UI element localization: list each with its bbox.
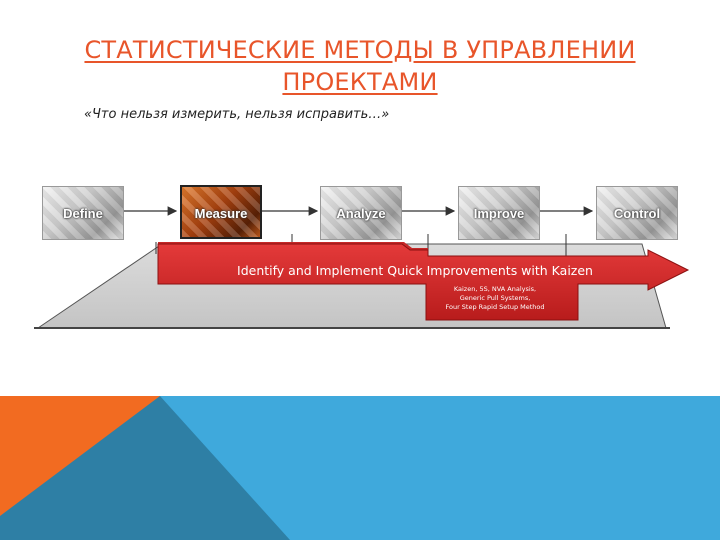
dmaic-diagram: Define Measure Analyze Improve Control I… [30,178,690,338]
decorative-band [0,396,720,540]
step-measure-label: Measure [194,206,248,221]
step-measure: Measure [180,185,262,239]
tool-line-2: Generic Pull Systems, [459,294,531,302]
step-analyze-label: Analyze [336,206,386,221]
step-improve-label: Improve [473,206,525,221]
step-define-label: Define [63,206,103,221]
quote-text: «Что нельзя измерить, нельзя исправить…» [84,107,390,122]
title-line-1: СТАТИСТИЧЕСКИЕ МЕТОДЫ В УПРАВЛЕНИИ [84,36,636,64]
step-control: Control [596,186,678,240]
step-improve: Improve [458,186,540,240]
kaizen-arrow [157,243,690,321]
tool-line-3: Four Step Rapid Setup Method [445,303,545,311]
step-control-label: Control [613,206,661,221]
slide-title: СТАТИСТИЧЕСКИЕ МЕТОДЫ В УПРАВЛЕНИИ ПРОЕК… [60,34,660,98]
step-define: Define [42,186,124,240]
diagram-graphics [34,206,690,329]
tool-line-1: Kaizen, 5S, NVA Analysis, [453,285,537,293]
title-line-2: ПРОЕКТАМИ [282,68,438,96]
kaizen-tools: Kaizen, 5S, NVA Analysis, Generic Pull S… [432,285,558,312]
kaizen-banner-text: Identify and Implement Quick Improvement… [237,263,593,278]
step-analyze: Analyze [320,186,402,240]
